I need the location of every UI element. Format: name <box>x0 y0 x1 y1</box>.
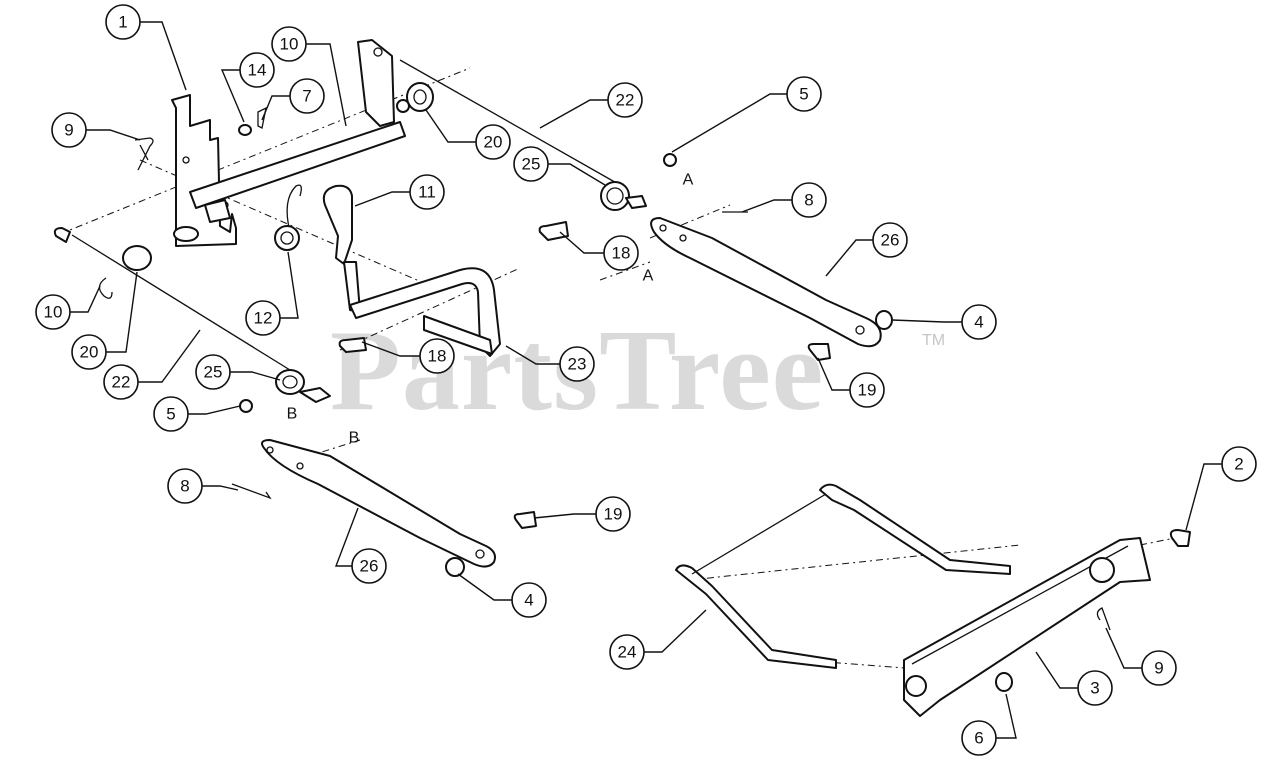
callout-11: 11 <box>409 174 445 210</box>
svg-text:20: 20 <box>484 133 503 152</box>
ref-label-a: A <box>643 268 654 285</box>
callout-8: 8 <box>791 182 827 218</box>
svg-text:10: 10 <box>44 303 63 322</box>
svg-text:9: 9 <box>1154 659 1163 678</box>
svg-text:26: 26 <box>881 231 900 250</box>
callout-26: 26 <box>872 222 908 258</box>
callout-8: 8 <box>167 468 203 504</box>
svg-text:20: 20 <box>80 343 99 362</box>
callout-23: 23 <box>559 346 595 382</box>
svg-text:9: 9 <box>64 121 73 140</box>
svg-text:26: 26 <box>360 557 379 576</box>
callout-18: 18 <box>603 235 639 271</box>
svg-text:7: 7 <box>302 87 311 106</box>
callout-5: 5 <box>153 396 189 432</box>
svg-text:25: 25 <box>522 155 541 174</box>
ref-label-a: A <box>683 172 694 189</box>
svg-text:4: 4 <box>974 313 983 332</box>
callout-7: 7 <box>289 78 325 114</box>
callout-4: 4 <box>511 582 547 618</box>
svg-text:8: 8 <box>180 477 189 496</box>
svg-text:5: 5 <box>166 405 175 424</box>
svg-text:5: 5 <box>799 85 808 104</box>
callout-1: 1 <box>105 4 141 40</box>
callout-10: 10 <box>35 294 71 330</box>
svg-text:25: 25 <box>204 363 223 382</box>
callout-5: 5 <box>786 76 822 112</box>
callout-9: 9 <box>1141 650 1177 686</box>
trademark-mark: TM <box>922 332 946 349</box>
callout-14: 14 <box>239 52 275 88</box>
svg-text:1: 1 <box>118 13 127 32</box>
svg-text:14: 14 <box>248 61 267 80</box>
part-drawings <box>53 39 1191 717</box>
callout-24: 24 <box>609 634 645 670</box>
svg-text:18: 18 <box>428 347 447 366</box>
callout-22: 22 <box>103 364 139 400</box>
callout-6: 6 <box>961 720 997 756</box>
svg-text:19: 19 <box>858 381 877 400</box>
callout-10: 10 <box>271 26 307 62</box>
callout-19: 19 <box>849 372 885 408</box>
svg-text:11: 11 <box>418 183 436 202</box>
ref-label-b: B <box>287 406 298 423</box>
ref-label-b: B <box>349 430 360 447</box>
callout-20: 20 <box>475 124 511 160</box>
callout-19: 19 <box>595 496 631 532</box>
svg-text:18: 18 <box>612 244 631 263</box>
svg-text:8: 8 <box>804 191 813 210</box>
svg-text:3: 3 <box>1090 679 1099 698</box>
callout-2: 2 <box>1221 446 1257 482</box>
callout-3: 3 <box>1077 670 1113 706</box>
callout-22: 22 <box>607 82 643 118</box>
svg-text:19: 19 <box>604 505 623 524</box>
svg-text:23: 23 <box>568 355 587 374</box>
svg-text:22: 22 <box>616 91 635 110</box>
svg-text:6: 6 <box>974 729 983 748</box>
callout-20: 20 <box>71 334 107 370</box>
callout-25: 25 <box>195 354 231 390</box>
svg-text:2: 2 <box>1234 455 1243 474</box>
callout-12: 12 <box>245 300 281 336</box>
callout-9: 9 <box>51 112 87 148</box>
leader-lines <box>70 21 1222 739</box>
callout-4: 4 <box>961 304 997 340</box>
svg-text:10: 10 <box>280 35 299 54</box>
svg-text:4: 4 <box>524 591 533 610</box>
svg-text:22: 22 <box>112 373 131 392</box>
svg-text:12: 12 <box>254 309 273 328</box>
callout-26: 26 <box>351 548 387 584</box>
callout-18: 18 <box>419 338 455 374</box>
callout-25: 25 <box>513 146 549 182</box>
svg-text:24: 24 <box>618 643 637 662</box>
